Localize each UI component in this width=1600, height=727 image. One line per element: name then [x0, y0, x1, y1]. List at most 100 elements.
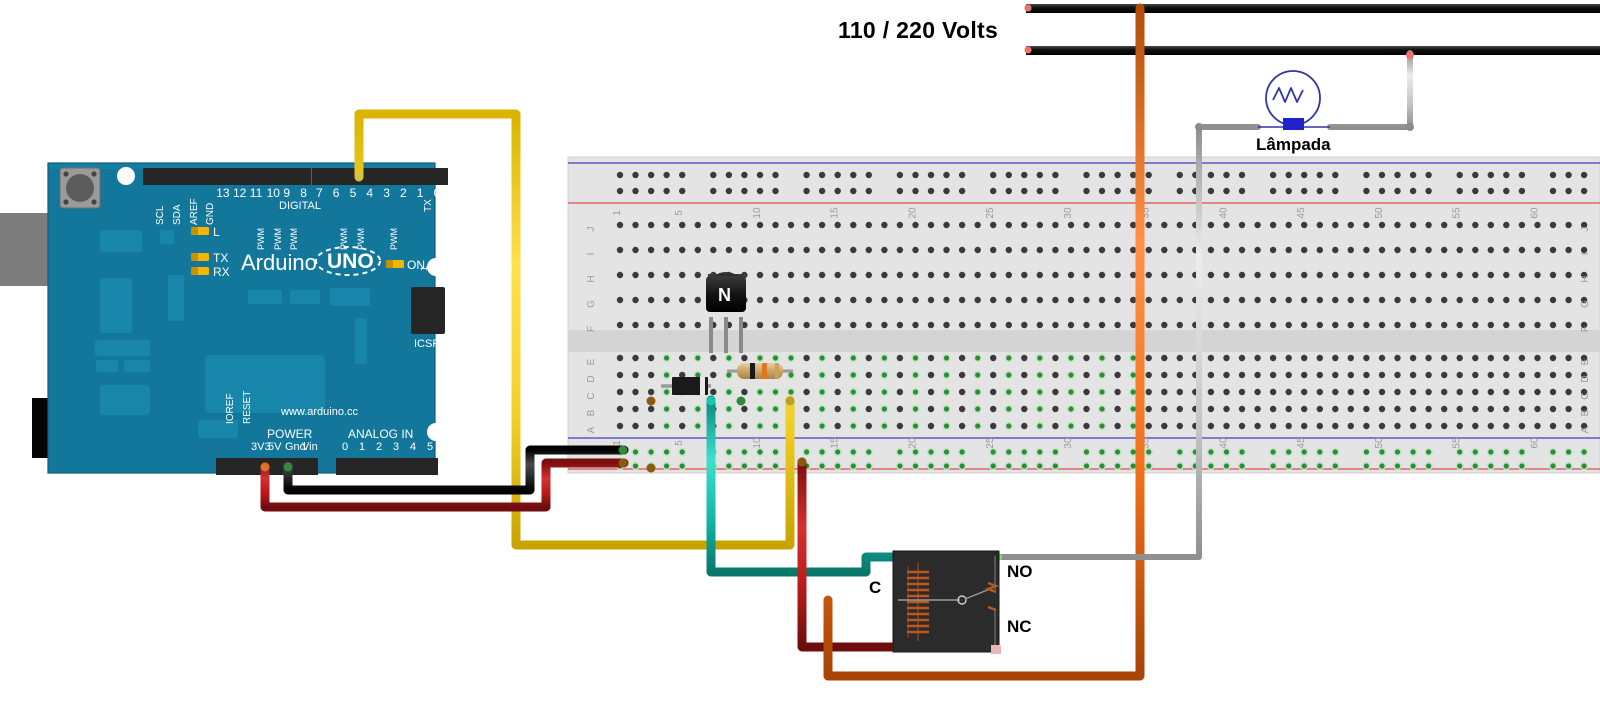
flyback-diode[interactable] [661, 377, 711, 395]
relay-nc-pad [991, 645, 1001, 654]
digital-pin-label: AREF [188, 198, 200, 225]
digital-pin-label: 0 [433, 186, 441, 200]
mains-voltage-label: 110 / 220 Volts [838, 17, 999, 43]
breadboard-row-letter: F [1580, 326, 1591, 332]
digital-pin-label: 8 [300, 186, 307, 200]
breadboard-column-tick: 40 [1218, 207, 1229, 219]
uno-badge-outline [315, 246, 381, 276]
led-on-label: ON [407, 258, 425, 272]
breadboard-column-tick: 35 [1141, 207, 1152, 219]
analog-header-label: ANALOG IN [348, 427, 414, 441]
power-pin-label: 5V [268, 441, 282, 453]
ground-wire [283, 445, 629, 495]
breadboard-column-tick: 25 [985, 207, 996, 219]
breadboard-row-letter: G [1580, 300, 1591, 308]
power-header-label: POWER [267, 427, 313, 441]
analog-pin-label: 0 [342, 441, 349, 453]
breadboard-row-letter: E [586, 358, 597, 365]
relay-terminal-no-label: NO [1007, 562, 1033, 581]
breadboard-column-tick: 40 [1218, 437, 1229, 449]
breadboard-column-tick: 1 [612, 210, 623, 216]
base-resistor[interactable] [727, 363, 793, 379]
breadboard-row-letter: F [586, 326, 597, 332]
relay-coil [907, 563, 929, 641]
breadboard-column-tick: 15 [830, 437, 841, 449]
reset-button[interactable] [59, 167, 101, 209]
digital-pin-label: 5 [349, 186, 357, 200]
breadboard-row-letter: I [1580, 253, 1591, 256]
transistor-type-label: N [718, 285, 731, 305]
pwm-marker-label: PWM [272, 228, 283, 250]
power-pin-label: Vin [302, 441, 318, 453]
digital-pin-label: 7 [316, 186, 323, 200]
power-pin-label: 3V3 [251, 441, 271, 453]
led-tx-label: TX [213, 251, 229, 265]
relay[interactable] [892, 550, 1001, 654]
mounting-hole-right [427, 258, 445, 276]
breadboard-column-tick: 50 [1374, 437, 1385, 449]
breadboard-row-letter: H [586, 275, 597, 282]
analog-header[interactable] [336, 458, 438, 475]
pwm-marker-label: PWM [389, 228, 400, 250]
breadboard-row-letter: B [586, 409, 597, 416]
power-pin-label: RESET [242, 390, 253, 424]
npn-transistor[interactable] [706, 272, 746, 353]
breadboard-row-letter: D [586, 375, 597, 382]
led-indicators [191, 227, 404, 275]
breadboard-column-tick: 10 [752, 207, 763, 219]
lamp-neutral-wire [1327, 50, 1414, 131]
breadboard-row-letter: J [1580, 227, 1591, 232]
arduino-url-label: www.arduino.cc [281, 406, 359, 418]
pwm-marker-label: PWM [255, 228, 266, 250]
breadboard-black-jumper [736, 395, 746, 460]
digital-pin-label: 12 [233, 186, 247, 200]
arduino-uno-board[interactable] [0, 162, 448, 475]
breadboard-row-letter: G [586, 300, 597, 308]
mounting-hole-top [117, 167, 135, 185]
breadboard-row-letter: I [586, 253, 597, 256]
arduino-brand-label: Arduino [241, 250, 317, 275]
arduino-model-label: UNO [327, 250, 374, 273]
breadboard-column-tick: 30 [1063, 207, 1074, 219]
digital-pin-label: 10 [266, 186, 280, 200]
breadboard-column-tick: 60 [1529, 437, 1540, 449]
digital-pin-label: SDA [171, 204, 183, 225]
relay-terminal-nc-label: NC [1007, 617, 1032, 636]
breadboard-row-letter: C [586, 392, 597, 399]
breadboard-column-tick: 50 [1374, 207, 1385, 219]
breadboard-column-tick: 20 [907, 437, 918, 449]
breadboard-red-jumper [646, 395, 656, 473]
pwm-marker-label: PWM [289, 228, 300, 250]
led-rx-label: RX [213, 265, 230, 279]
serial-marker-label: TX [422, 199, 434, 212]
digital-header-right[interactable] [312, 168, 448, 185]
breadboard-row-letter: E [1580, 358, 1591, 365]
power-pin-label: Gnd [285, 441, 306, 453]
breadboard-column-tick: 25 [985, 437, 996, 449]
analog-pin-label: 3 [393, 441, 400, 453]
mains-supply [1024, 4, 1600, 55]
breadboard-column-tick: 1 [612, 440, 623, 446]
digital-header-left[interactable] [143, 168, 311, 185]
analog-pin-label: 2 [376, 441, 383, 453]
led-l-label: L [213, 225, 220, 239]
digital-pin-label: 9 [283, 186, 291, 200]
digital-pin-label: 4 [366, 186, 374, 200]
analog-pin-label: 4 [410, 441, 417, 453]
breadboard-row-letter: A [1580, 426, 1591, 433]
breadboard-column-tick: 5 [674, 210, 685, 216]
icsp-label: ICSP [414, 338, 440, 350]
breadboard-column-tick: 60 [1529, 207, 1540, 219]
power-pin-label: IOREF [225, 393, 236, 424]
lamp-label: Lâmpada [1256, 135, 1331, 154]
digital-pin-label: SCL [155, 205, 166, 225]
center-channel [568, 330, 1600, 352]
digital-pin-label: 6 [332, 186, 340, 200]
breadboard[interactable]: 1155101015152020252530303535404045455050… [567, 156, 1600, 474]
breadboard-row-letter: H [1580, 275, 1591, 282]
serial-marker-label: RX [439, 198, 451, 212]
icsp-header[interactable] [411, 287, 445, 334]
analog-pin-label: 5 [427, 441, 434, 453]
